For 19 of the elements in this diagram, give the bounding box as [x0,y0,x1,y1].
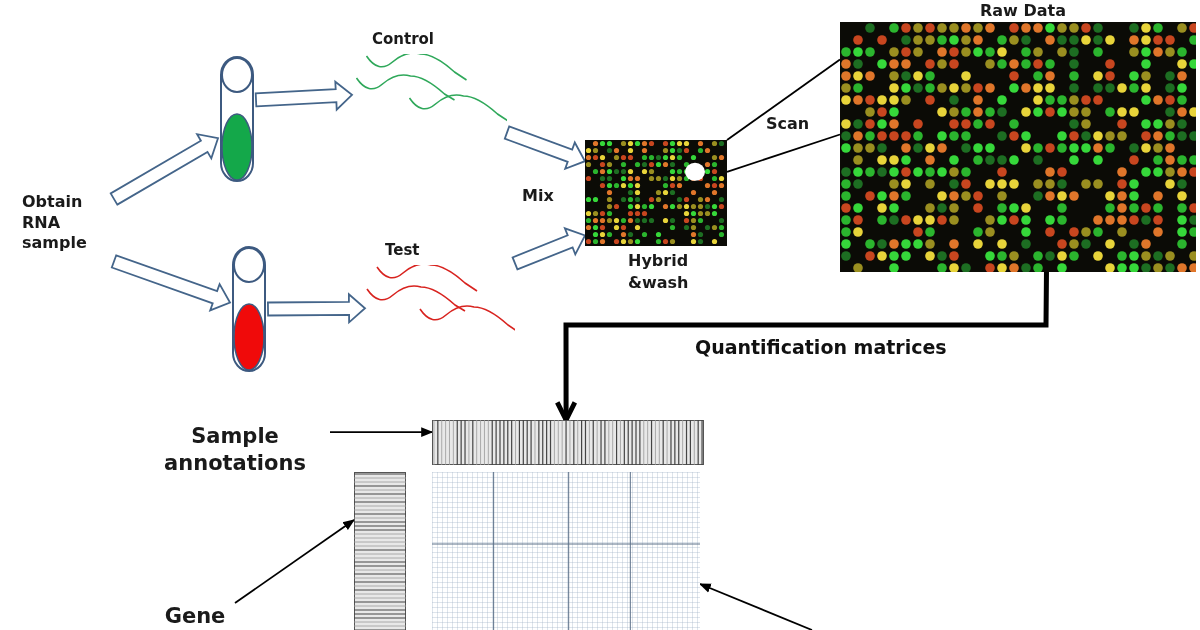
image-caption: Raw Data [980,0,1067,22]
block-arrow [110,254,232,312]
block-arrow [511,226,587,271]
step-label: Scan [766,114,810,133]
step-label: Mix [522,186,554,205]
arrow [329,427,434,437]
block-arrow [267,292,367,325]
step-label: Test [384,241,420,261]
annotation-label: Sample annotations [163,422,307,477]
step-label: Control [371,30,434,50]
block-arrow [109,132,220,206]
annotation-label: Gene [164,602,226,630]
arrow [234,519,355,604]
block-arrow [503,125,587,171]
step-label: Obtain RNA sample [22,191,88,255]
image-caption: Hybrid &wash [628,250,690,294]
connector-line [726,58,841,141]
connector-line [726,133,841,173]
block-arrow [254,79,354,112]
